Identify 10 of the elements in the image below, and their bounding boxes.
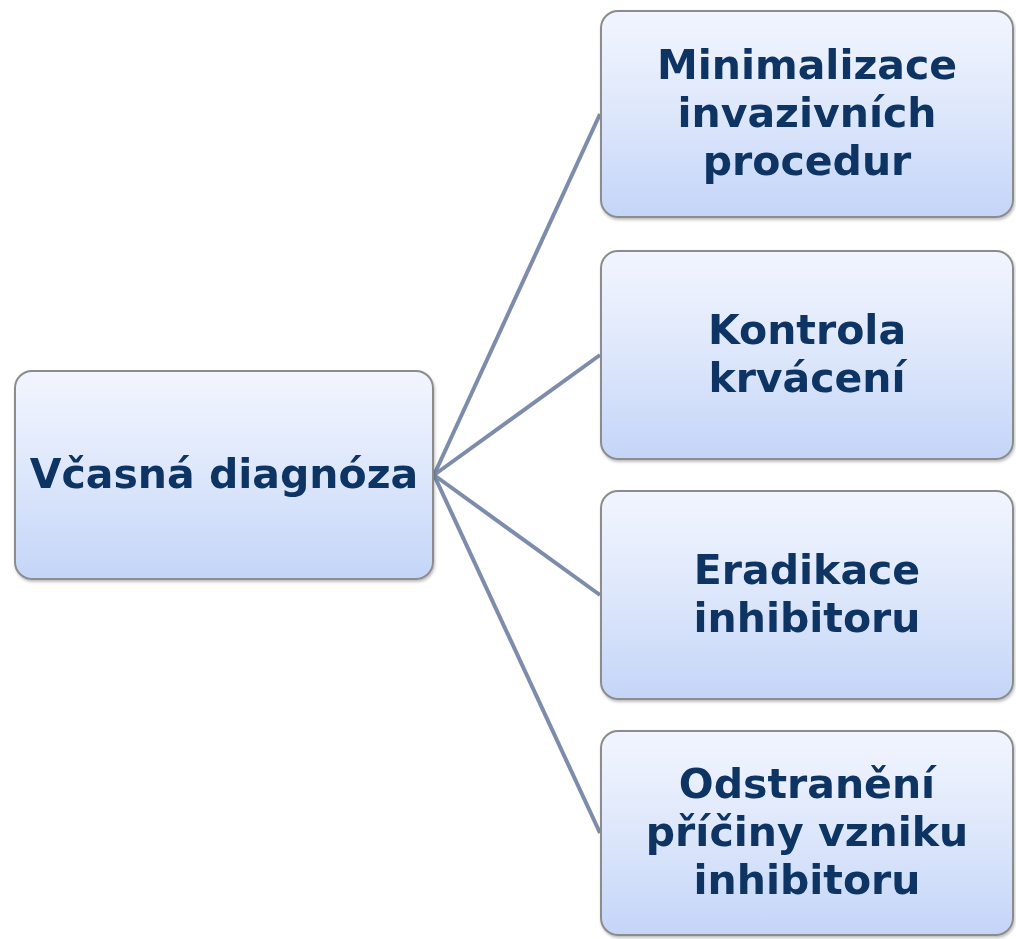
- rounded-box: [600, 730, 1014, 936]
- box-label: Kontrola krvácení: [706, 307, 908, 403]
- box-label: Včasná diagnóza: [29, 451, 419, 499]
- box-label: Minimalizace invazivních procedur: [655, 42, 959, 186]
- rounded-box: [600, 490, 1014, 700]
- rounded-box: [600, 250, 1014, 460]
- box-label: Odstranění příčiny vzniku inhibitoru: [644, 761, 970, 905]
- rounded-box: [600, 10, 1014, 218]
- box-label: Eradikace inhibitoru: [692, 547, 922, 643]
- rounded-box: [14, 370, 434, 580]
